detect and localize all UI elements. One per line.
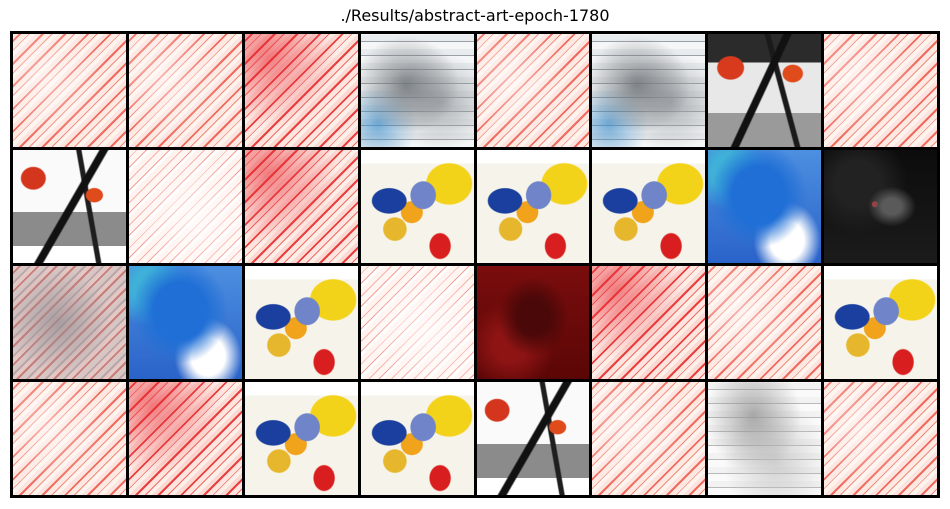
- tile-r3-c2: [128, 266, 242, 379]
- tile-r3-c7: [708, 266, 822, 379]
- tile-r3-c6: [592, 266, 706, 379]
- tile-r2-c6: [592, 150, 706, 263]
- tile-r3-c5: [476, 266, 590, 379]
- tile-r2-c2: [128, 150, 242, 263]
- tile-r2-c4: [360, 150, 474, 263]
- tile-r4-c7: [708, 382, 822, 495]
- tile-r1-c2: [128, 34, 242, 147]
- tile-r3-c1: [13, 266, 126, 379]
- figure-title: ./Results/abstract-art-epoch-1780: [340, 6, 610, 25]
- tile-r4-c4: [360, 382, 474, 495]
- tile-r2-c7: [708, 150, 822, 263]
- tile-r4-c6: [592, 382, 706, 495]
- tile-r2-c5: [476, 150, 590, 263]
- tile-r1-c7: [708, 34, 822, 147]
- tile-r1-c8: [824, 34, 937, 147]
- tile-r4-c8: [824, 382, 937, 495]
- tile-r3-c8: [824, 266, 937, 379]
- tile-r4-c3: [244, 382, 358, 495]
- tile-r1-c3: [244, 34, 358, 147]
- tile-r2-c1: [13, 150, 126, 263]
- tile-r3-c3: [244, 266, 358, 379]
- tile-r1-c1: [13, 34, 126, 147]
- tile-r2-c3: [244, 150, 358, 263]
- tile-r4-c5: [476, 382, 590, 495]
- tile-r3-c4: [360, 266, 474, 379]
- tile-r4-c2: [128, 382, 242, 495]
- tile-r1-c6: [592, 34, 706, 147]
- tile-r1-c4: [360, 34, 474, 147]
- tile-r2-c8: [824, 150, 937, 263]
- tile-r4-c1: [13, 382, 126, 495]
- image-grid: [10, 31, 940, 498]
- tile-r1-c5: [476, 34, 590, 147]
